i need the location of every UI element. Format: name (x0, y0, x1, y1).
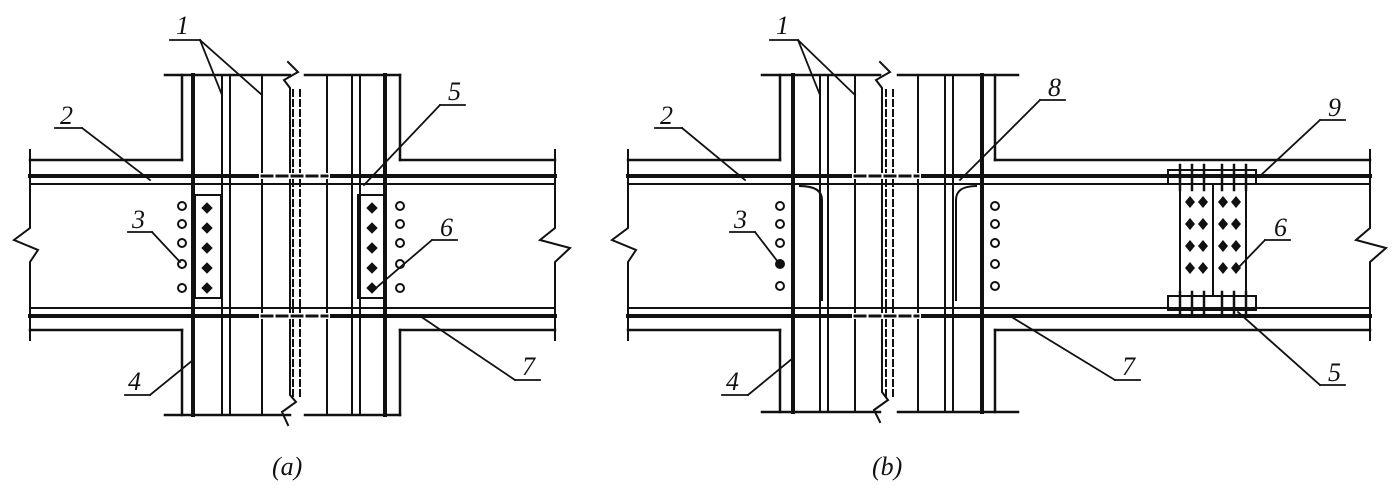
column-b (760, 60, 1020, 424)
label-b-3: 3 (733, 205, 747, 234)
label-b-6: 6 (1274, 213, 1287, 242)
connection-left-a (177, 194, 222, 299)
label-b-2: 2 (660, 101, 673, 130)
leader-lines-a (54, 38, 541, 397)
caption-b: (b) (872, 452, 902, 481)
bolts-left-b (775, 201, 1000, 291)
label-a-2: 2 (60, 101, 73, 130)
caption-a: (a) (272, 452, 302, 481)
label-b-4: 4 (726, 367, 739, 396)
column-a (163, 60, 402, 427)
panel-b (610, 38, 1389, 424)
connection-right-a (357, 194, 405, 299)
label-a-6: 6 (440, 213, 453, 242)
label-a-7: 7 (522, 352, 536, 381)
label-b-1: 1 (776, 11, 789, 40)
label-a-1: 1 (176, 11, 189, 40)
label-b-9: 9 (1328, 93, 1341, 122)
label-a-4: 4 (128, 367, 141, 396)
splice-b (1167, 163, 1257, 318)
beam-a (12, 149, 573, 341)
label-b-5: 5 (1328, 358, 1341, 387)
leader-lines-b (654, 38, 1346, 397)
panel-a (12, 38, 573, 427)
label-a-5: 5 (448, 77, 461, 106)
label-a-3: 3 (131, 205, 145, 234)
label-b-7: 7 (1122, 352, 1136, 381)
label-b-8: 8 (1048, 73, 1061, 102)
